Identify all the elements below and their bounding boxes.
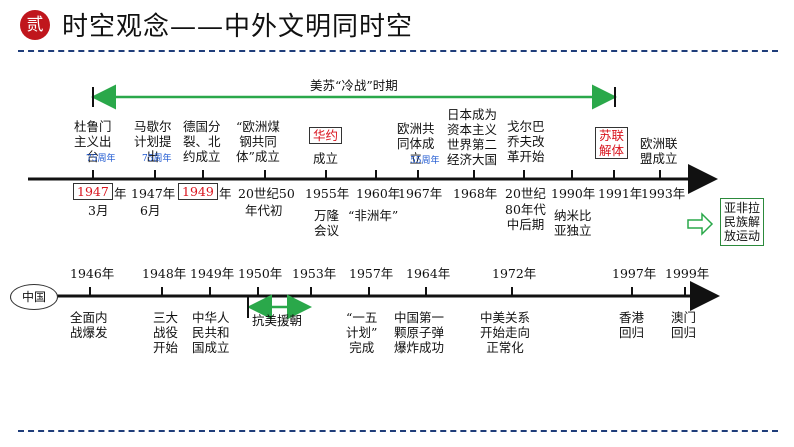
cn-year-1953: 1953年 [292, 266, 337, 281]
cn-event-three-campaigns: 三大 战役 开始 [153, 310, 179, 355]
china-label: 中国 [10, 284, 58, 310]
cn-event-sino-us: 中美关系 开始走向 正常化 [480, 310, 531, 355]
event-germany-nato: 德国分 裂、北 约成立 [183, 119, 221, 164]
cn-event-korean-war: 抗美援朝 [252, 313, 303, 328]
date-1991: 1991年 [598, 186, 643, 201]
cn-year-1950: 1950年 [238, 266, 283, 281]
date-1947-b: 1947年 [131, 186, 176, 201]
cn-year-1999: 1999年 [665, 266, 710, 281]
event-truman: 杜鲁门 主义出 台 [74, 119, 112, 164]
date-1960: 1960年 [356, 186, 401, 201]
cn-event-hong-kong: 香港 回归 [619, 310, 645, 340]
event-warsaw-pact-box: 华约 [309, 127, 343, 144]
cn-year-1964: 1964年 [406, 266, 451, 281]
cn-year-1946: 1946年 [70, 266, 115, 281]
page-title: 时空观念——中外文明同时空 [62, 12, 414, 42]
date-1949-box: 1949 [178, 183, 218, 200]
date-1993: 1993年 [641, 186, 686, 201]
cn-event-macau: 澳门 回归 [671, 310, 697, 340]
event-gorbachev: 戈尔巴 乔夫改 革开始 [507, 119, 545, 164]
date-1968: 1968年 [453, 186, 498, 201]
cold-war-label: 美苏“冷战”时期 [310, 78, 398, 93]
cn-year-1948: 1948年 [142, 266, 187, 281]
bottom-divider [18, 430, 778, 432]
date-1980s-mid: 80年代 中后期 [505, 202, 546, 232]
cn-event-first-five-year-plan: “一五 计划” 完成 [346, 310, 378, 355]
date-1947-box: 1947 [73, 183, 113, 200]
cn-year-1972: 1972年 [492, 266, 537, 281]
event-namibia: 纳米比 亚独立 [554, 208, 592, 238]
cn-year-1997: 1997年 [612, 266, 657, 281]
chapter-badge: 贰 [20, 10, 50, 40]
date-1955: 1955年 [305, 186, 350, 201]
event-ec-note: 55周年 [410, 156, 440, 166]
date-1950s: 20世纪50 [238, 186, 295, 201]
event-marshall-note: 75周年 [142, 154, 172, 164]
event-ussr-collapse-box: 苏联 解体 [595, 127, 629, 159]
national-liberation-box: 亚非拉 民族解 放运动 [720, 198, 765, 246]
date-1950s-early: 年代初 [245, 203, 283, 218]
cn-event-prc-founded: 中华人 民共和 国成立 [192, 310, 230, 355]
cn-year-1957: 1957年 [349, 266, 394, 281]
date-1947-month-a: 3月 [88, 203, 109, 218]
event-japan: 日本成为 资本主义 世界第二 经济大国 [447, 107, 498, 167]
date-1990: 1990年 [551, 186, 596, 201]
date-1947-month-b: 6月 [140, 203, 161, 218]
event-truman-note: 75周年 [86, 154, 116, 164]
date-1980s: 20世纪 [505, 186, 546, 201]
date-1967: 1967年 [398, 186, 443, 201]
cn-event-atomic-bomb: 中国第一 颗原子弹 爆炸成功 [394, 310, 445, 355]
event-warsaw-pact-suffix: 成立 [313, 151, 339, 166]
cn-year-1949: 1949年 [190, 266, 235, 281]
cn-event-civil-war: 全面内 战爆发 [70, 310, 108, 340]
event-ec: 欧洲共 同体成 立 [397, 121, 435, 166]
title-divider [18, 50, 778, 52]
world-ticks [92, 170, 661, 179]
side-hollow-arrow [687, 212, 714, 236]
event-africa-year: “非洲年” [348, 208, 399, 223]
event-marshall: 马歇尔 计划提 出 [134, 119, 172, 164]
event-bandung: 万隆 会议 [314, 208, 340, 238]
date-1947-suffix: 年 [114, 186, 127, 201]
event-eu: 欧洲联 盟成立 [640, 136, 678, 166]
event-ecsc: “欧洲煤 钢共同 体”成立 [236, 119, 280, 164]
date-1949-suffix: 年 [219, 186, 232, 201]
